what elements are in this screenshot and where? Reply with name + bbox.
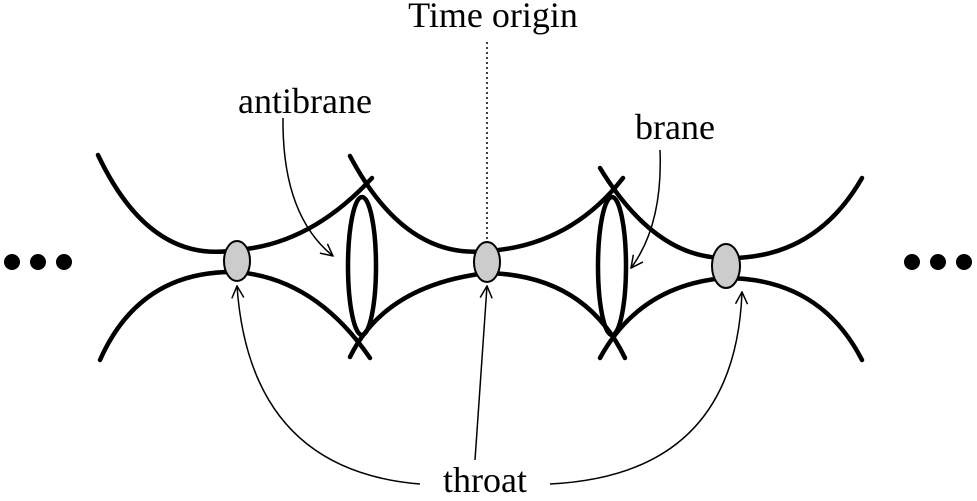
right-ellipsis-dots — [904, 254, 972, 270]
antibrane-ring — [345, 194, 379, 338]
throat-arrow-left — [237, 286, 421, 485]
throat-right — [711, 243, 741, 289]
throat-left — [223, 240, 251, 282]
upper-arcs — [95, 152, 865, 261]
left-ellipsis-dots — [4, 254, 72, 270]
brane-label: brane — [635, 107, 715, 147]
brane-pointer-arrow — [631, 149, 662, 268]
throat-arrow-center — [474, 286, 487, 461]
lower-arcs — [97, 269, 865, 363]
throat-center — [473, 241, 501, 283]
throat-arrow-right — [549, 292, 742, 485]
time-origin-label: Time origin — [408, 0, 578, 35]
brane-ring — [595, 194, 629, 338]
throat-label: throat — [443, 460, 527, 500]
antibrane-pointer-arrow — [282, 117, 333, 256]
antibrane-label: antibrane — [238, 81, 372, 121]
